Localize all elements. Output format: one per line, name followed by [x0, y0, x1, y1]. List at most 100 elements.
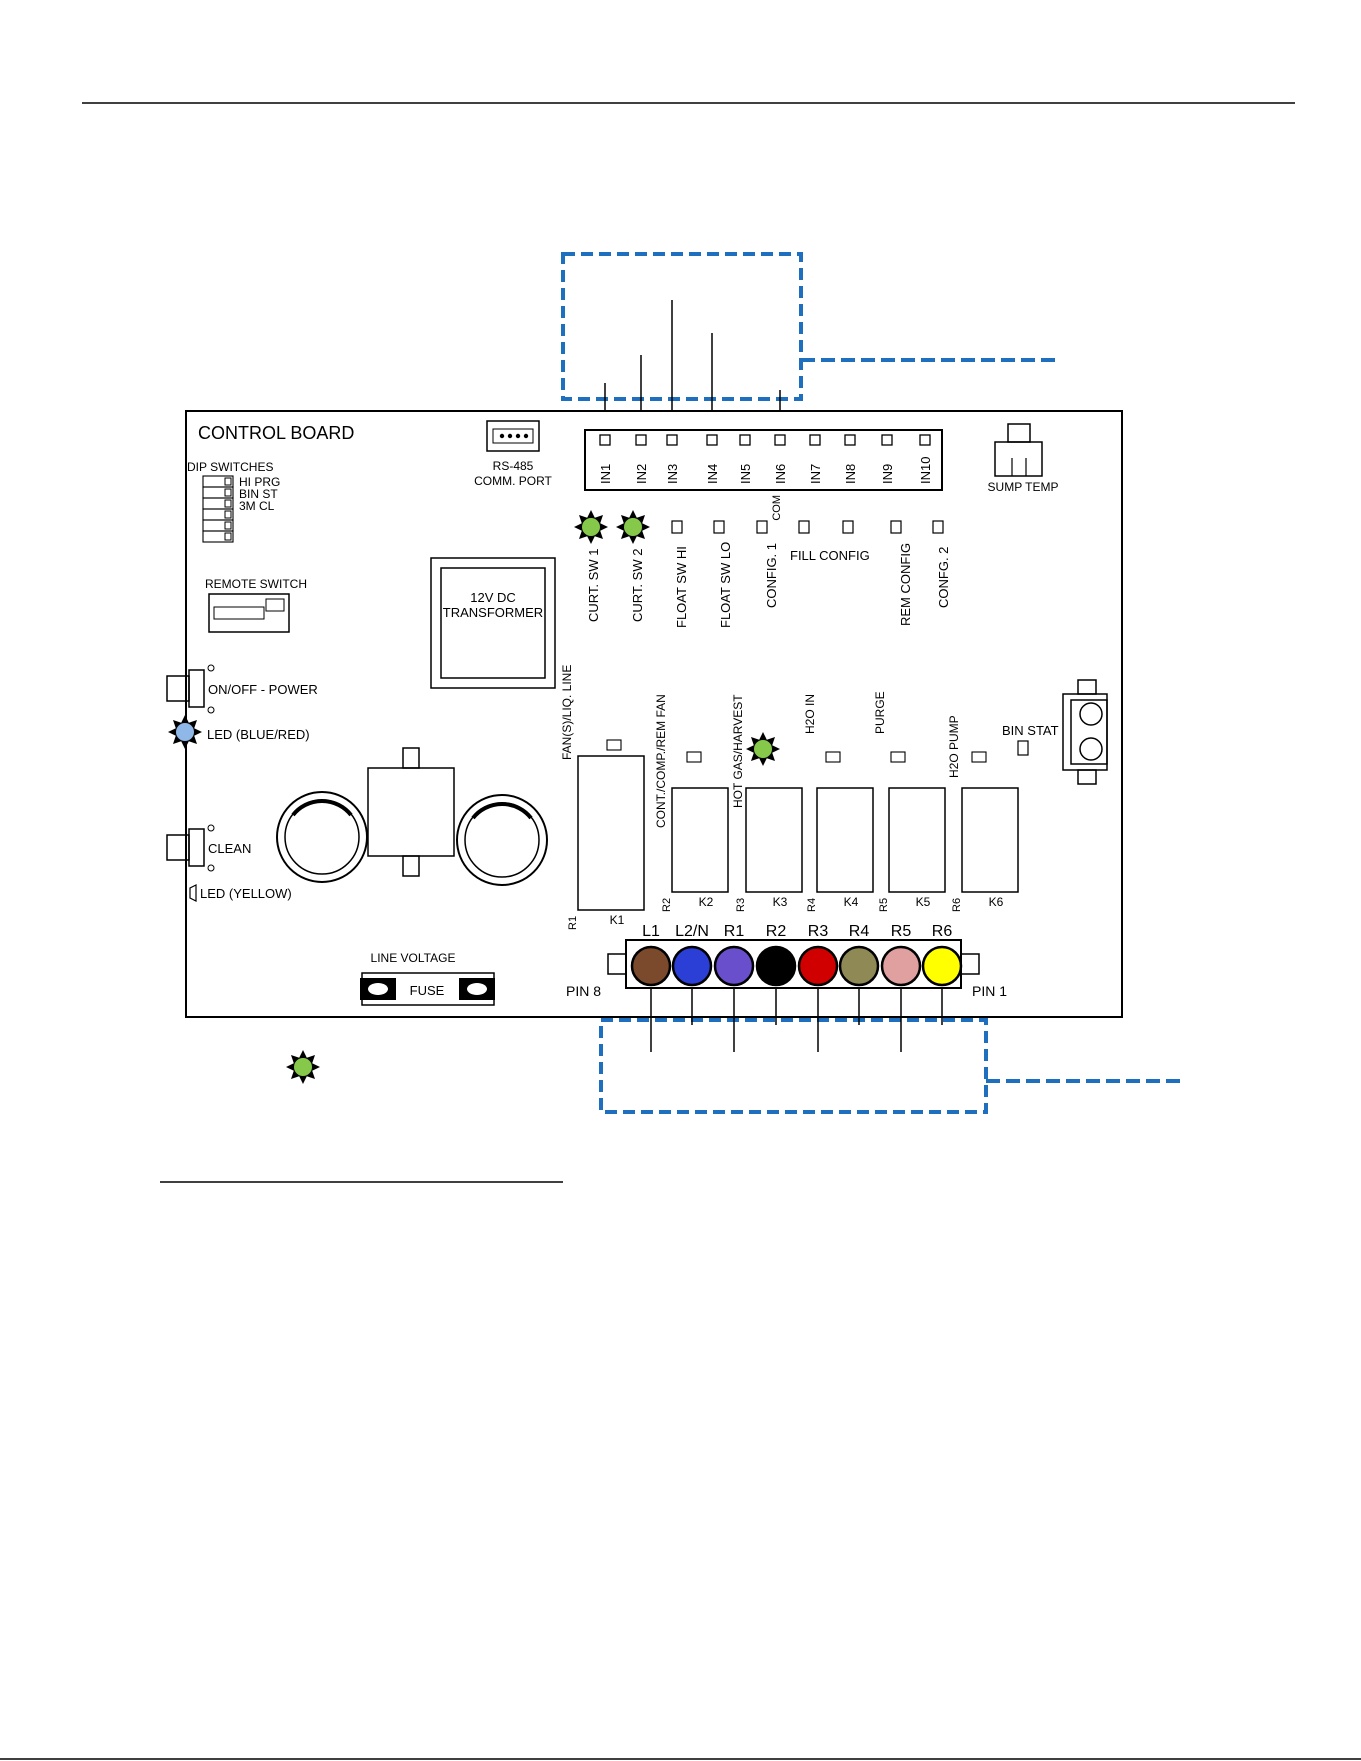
pin-label-1: L1: [642, 923, 660, 940]
input-led-5: [756, 520, 768, 534]
relay-led-5: [971, 751, 987, 763]
rs485-label-2: COMM. PORT: [474, 474, 552, 488]
pin-label-6: R4: [849, 923, 870, 940]
relay-r-label-4: R4: [806, 898, 818, 912]
input-function-1: CURT. SW 1: [586, 549, 601, 622]
legend-led-icon: [286, 1050, 320, 1084]
input-led-4: [713, 520, 725, 534]
input-label-4: IN4: [705, 464, 720, 484]
input-label-2: IN2: [634, 464, 649, 484]
pin-dot-3: [713, 945, 755, 987]
sump-temp-connector: SUMP TEMP: [988, 423, 1058, 494]
pin-dot-8: [921, 945, 963, 987]
relay-led-1: [606, 739, 622, 751]
input-function-5: CONFIG. 1: [764, 543, 779, 608]
input-led-star-1: [574, 510, 608, 544]
relay-function-2: CONT./COMP./REM FAN: [654, 694, 668, 828]
relay-led-4: [890, 751, 906, 763]
pin-dot-7: [880, 945, 922, 987]
rs485-label-1: RS-485: [493, 459, 534, 473]
power-led-star: [168, 715, 202, 749]
relay-function-4: H2O IN: [803, 694, 817, 734]
input-leds: [574, 510, 944, 544]
pin-label-8: R6: [932, 923, 953, 940]
input-label-3: IN3: [665, 464, 680, 484]
input-pin-4: [706, 434, 718, 446]
power-led-icon: [168, 715, 202, 749]
input-function-6: FILL CONFIG: [790, 548, 870, 563]
fuse-label: FUSE: [410, 983, 445, 998]
relay-k-label-2: K2: [699, 895, 714, 909]
clean-led-label: LED (YELLOW): [200, 886, 292, 901]
relay-function-1: FAN(S)/LIQ. LINE: [560, 665, 574, 760]
relay-led-3: [825, 751, 841, 763]
relay-r-label-5: R5: [878, 898, 890, 912]
board-title: CONTROL BOARD: [198, 423, 354, 443]
input-function-4: FLOAT SW LO: [718, 542, 733, 628]
capacitors: [276, 747, 548, 886]
pin-dot-2: [671, 945, 713, 987]
relay-function-5: PURGE: [873, 691, 887, 734]
power-switch: ON/OFF - POWER: [166, 664, 318, 714]
remote-switch-label: REMOTE SWITCH: [205, 577, 307, 591]
dip-3m-cl: 3M CL: [239, 499, 275, 513]
clean-led-icon: [189, 884, 197, 902]
input-led-3: [671, 520, 683, 534]
input-function-7: REM CONFIG: [898, 543, 913, 626]
input-callout: [561, 252, 1055, 435]
input-led-7: [842, 520, 854, 534]
input-led-6: [798, 520, 810, 534]
input-label-8: IN8: [843, 464, 858, 484]
relay-4: [816, 787, 874, 893]
relay-k-label-4: K4: [844, 895, 859, 909]
power-led-label: LED (BLUE/RED): [207, 727, 310, 742]
dip-hi-prg: HI PRG: [239, 475, 280, 489]
output-callout: [599, 988, 1182, 1114]
board-outline: [185, 410, 1123, 1018]
pin-dot-5: [797, 945, 839, 987]
input-label-1: IN1: [598, 464, 613, 484]
relay-6: [961, 787, 1019, 893]
dip-bin-st: BIN ST: [239, 487, 278, 501]
input-function-8: CONFG. 2: [936, 547, 951, 608]
rs485-port: RS-485 COMM. PORT: [474, 420, 553, 488]
relay-led-star-3: [746, 732, 780, 766]
transformer: 12V DC TRANSFORMER: [430, 557, 556, 689]
input-pin-5: [739, 434, 751, 446]
relay-5: [888, 787, 946, 893]
pin-label-2: L2/N: [675, 923, 709, 940]
remote-switch: REMOTE SWITCH: [205, 577, 307, 633]
dip-switches: DIP SWITCHES HI PRG BIN ST 3M CL: [187, 460, 280, 543]
input-callout-box: [561, 252, 803, 401]
input-function-2: CURT. SW 2: [630, 549, 645, 622]
input-pin-6: [774, 434, 786, 446]
relay-2: [671, 787, 729, 893]
relay-1: [577, 755, 645, 911]
transformer-label-2: TRANSFORMER: [443, 605, 543, 620]
relay-k-label-1: K1: [610, 913, 625, 927]
pin-label-3: R1: [724, 923, 745, 940]
pin-dot-6: [838, 945, 880, 987]
input-led-star-2: [616, 510, 650, 544]
input-function-3: FLOAT SW HI: [674, 546, 689, 628]
input-pin-10: [919, 434, 931, 446]
input-label-7: IN7: [808, 464, 823, 484]
relay-k-label-5: K5: [916, 895, 931, 909]
pin1-label: PIN 1: [972, 983, 1007, 999]
relay-r-label-3: R3: [735, 898, 747, 912]
bin-stat-connector: BIN STAT: [1002, 679, 1108, 785]
relay-function-6: H2O PUMP: [947, 715, 961, 778]
relay-r-label-1: R1: [567, 916, 579, 930]
input-label-6: IN6: [773, 464, 788, 484]
input-label-10: IN10: [918, 457, 933, 484]
input-pin-1: [599, 434, 611, 446]
input-led-8: [890, 520, 902, 534]
pin-dot-1: [630, 945, 672, 987]
relay-k-label-3: K3: [773, 895, 788, 909]
input-pin-3: [666, 434, 678, 446]
input-pin-8: [844, 434, 856, 446]
